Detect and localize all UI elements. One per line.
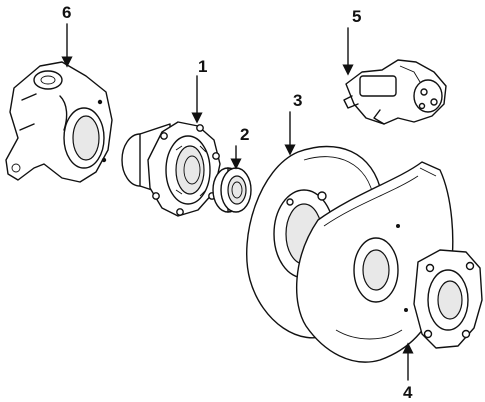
callout-4: 4 (403, 383, 413, 402)
callout-3: 3 (293, 91, 302, 110)
callout-1: 1 (198, 57, 207, 76)
part-caliper (343, 59, 447, 125)
part-knuckle-flange (413, 249, 483, 349)
part-bearing (212, 167, 252, 213)
leader-lines (61, 23, 414, 381)
callout-2: 2 (240, 125, 249, 144)
part-knuckle (5, 61, 113, 183)
callout-5: 5 (352, 7, 361, 26)
callout-6: 6 (62, 3, 71, 22)
part-hub (121, 121, 221, 217)
part-shield (296, 161, 454, 363)
